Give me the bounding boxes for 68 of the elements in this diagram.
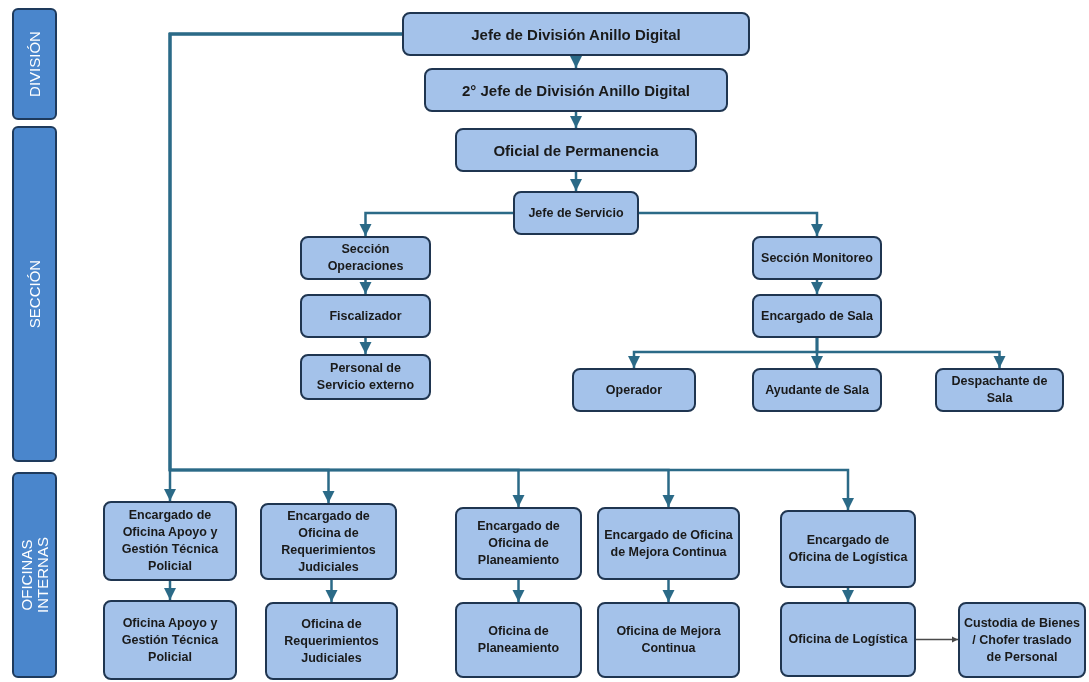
org-box bbox=[752, 236, 882, 280]
org-box bbox=[103, 600, 237, 680]
band-label: OFICINAS INTERNAS bbox=[18, 536, 51, 615]
org-box bbox=[300, 236, 431, 280]
box-label: Encargado de Oficina de Planeamiento bbox=[476, 518, 561, 569]
box-label: Oficial de Permanencia bbox=[493, 141, 659, 159]
box-label: 2° Jefe de División Anillo Digital bbox=[462, 81, 690, 99]
box-label: Ayudante de Sala bbox=[765, 381, 869, 399]
band-label: DIVISIÓN bbox=[26, 30, 43, 99]
box-label: Encargado de Oficina Apoyo y Gestión Técnica Policial bbox=[120, 507, 220, 575]
org-box bbox=[260, 503, 397, 580]
box-label: Sección Monitoreo bbox=[761, 249, 873, 267]
box-label: Oficina de Logística bbox=[788, 631, 908, 648]
connector-arrow bbox=[810, 280, 824, 294]
org-box bbox=[300, 294, 431, 338]
connector-arrow bbox=[325, 580, 338, 602]
box-label: Encargado de Oficina de Mejora Continua bbox=[603, 526, 734, 561]
connector-arrow bbox=[915, 636, 959, 643]
box-label: Encargado de Sala bbox=[761, 307, 873, 325]
connector-arrow bbox=[168, 32, 855, 510]
connector-arrow bbox=[815, 338, 1006, 368]
org-box bbox=[597, 602, 740, 678]
org-box bbox=[597, 507, 740, 580]
org-box bbox=[455, 128, 697, 172]
connector-arrow bbox=[639, 211, 824, 236]
org-box bbox=[265, 602, 398, 680]
org-box bbox=[752, 368, 882, 412]
section-band bbox=[12, 472, 57, 678]
org-box bbox=[402, 12, 750, 56]
org-box bbox=[513, 191, 639, 235]
box-label: Fiscalizador bbox=[329, 307, 402, 325]
connector-arrow bbox=[569, 55, 583, 68]
box-label: Oficina de Mejora Continua bbox=[615, 623, 722, 657]
box-label: Personal de Servicio externo bbox=[315, 360, 416, 394]
box-label: Operador bbox=[605, 381, 663, 399]
org-box bbox=[424, 68, 728, 112]
org-box bbox=[300, 354, 431, 400]
connector-arrow bbox=[359, 338, 372, 354]
box-label: Oficina Apoyo y Gestión Técnica Policial bbox=[120, 614, 220, 666]
box-label: Jefe de División Anillo Digital bbox=[471, 25, 681, 43]
org-box bbox=[752, 294, 882, 338]
box-label: Despachante de Sala bbox=[950, 373, 1049, 407]
org-box bbox=[958, 602, 1086, 678]
connector-arrow bbox=[512, 580, 525, 602]
org-box bbox=[572, 368, 696, 412]
connector-arrow bbox=[163, 581, 177, 600]
section-band bbox=[12, 126, 57, 462]
box-label: Encargado de Oficina de Requerimientos Judiciales bbox=[280, 507, 377, 576]
connector-arrow bbox=[841, 588, 855, 602]
connector-arrow bbox=[662, 580, 675, 602]
connector-arrow bbox=[359, 211, 513, 236]
org-box bbox=[935, 368, 1064, 412]
org-box bbox=[103, 501, 237, 581]
connector-arrow bbox=[569, 172, 583, 191]
org-box bbox=[780, 510, 916, 588]
org-box bbox=[780, 602, 916, 677]
connector-arrow bbox=[359, 280, 372, 294]
box-label: Sección Operaciones bbox=[326, 241, 405, 275]
box-label: Encargado de Oficina de Logística bbox=[787, 532, 909, 566]
section-band bbox=[12, 8, 57, 120]
org-box bbox=[455, 507, 582, 580]
box-label: Oficina de Planeamiento bbox=[476, 623, 561, 657]
connector-arrow bbox=[569, 112, 583, 128]
box-label: Custodia de Bienes / Chofer traslado de Personal bbox=[964, 614, 1080, 666]
box-label: Jefe de Servicio bbox=[528, 204, 624, 222]
org-box bbox=[455, 602, 582, 678]
box-label: Oficina de Requerimientos Judiciales bbox=[283, 615, 380, 667]
band-label: SECCIÓN bbox=[26, 258, 43, 331]
